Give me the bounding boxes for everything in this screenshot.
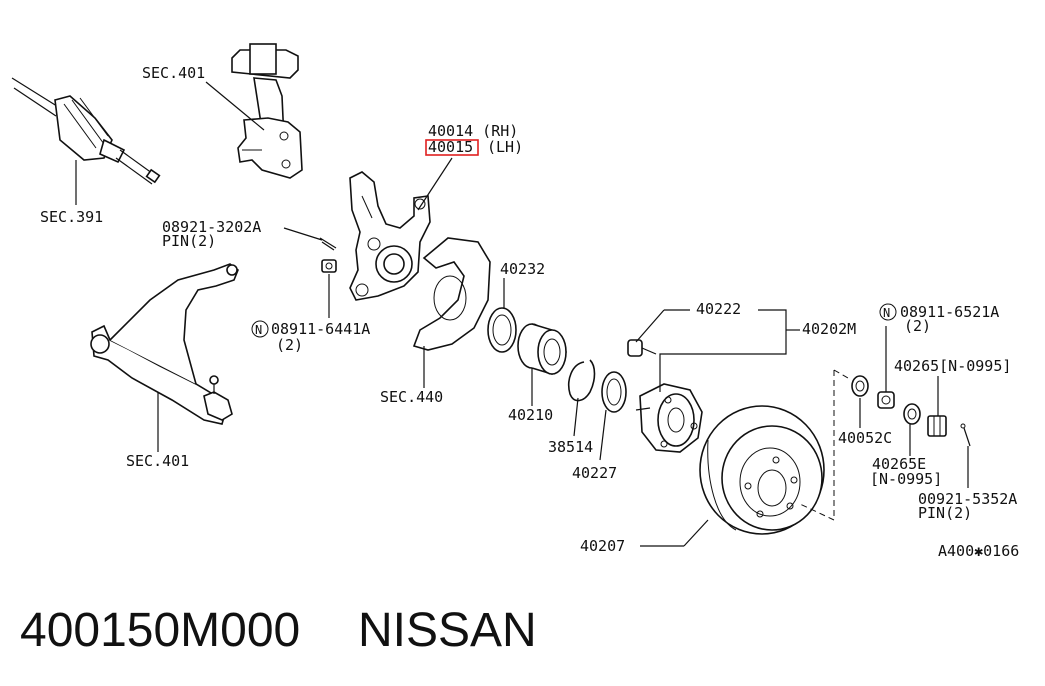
diagram-code: A400✱0166 [938,542,1019,560]
disc-rotor-40207-drawing [699,405,825,535]
n-symbol-2-icon [879,303,897,321]
strut-drawing [231,43,303,179]
bracket-40202M [659,309,787,392]
label-40014: 40014 (RH) [428,122,518,140]
label-40265E-range: [N-0995] [870,470,942,488]
label-40265: 40265[N-0995] [894,357,1011,375]
label-40265E: 40265E [872,455,926,473]
label-38514: 38514 [548,438,593,456]
snap-ring-38514-drawing [568,359,596,402]
label-pin2-text: PIN(2) [918,504,972,522]
baffle-plate-drawing [412,237,491,351]
washer-40052C-drawing [851,375,869,397]
label-pin-part: 08921-3202A [162,218,261,236]
nut-08911-6521A-drawing [877,391,895,409]
label-40015-number: 40015 [428,138,473,156]
footer-part-number: 400150M000 [20,604,300,657]
label-sec440: SEC.440 [380,388,443,406]
label-40015-side: (LH) [487,138,523,156]
leader-40207-diag [683,519,709,547]
label-40210: 40210 [508,406,553,424]
label-40202M: 40202M [802,320,856,338]
dashed-bracket [799,369,849,521]
label-nut-qty: (2) [276,336,303,354]
leader-38514 [573,397,579,437]
label-40232: 40232 [500,260,545,278]
n-symbol-icon [251,320,269,338]
label-sec391: SEC.391 [40,208,103,226]
cotter-pin-2-drawing [960,423,971,447]
nut-drawing [321,259,337,273]
cotter-pin-drawing [319,237,337,251]
castle-nut-40265-drawing [927,415,947,437]
bearing-40210-drawing [517,323,567,375]
drive-shaft-drawing [11,77,161,185]
lower-arm-drawing [90,263,239,425]
highlight-box-40015 [425,139,479,156]
seal-40227-drawing [601,371,627,413]
leader-sec401-top [205,81,265,131]
label-40052C: 40052C [838,429,892,447]
label-40222: 40222 [696,300,741,318]
label-40227: 40227 [572,464,617,482]
label-nut2-qty: (2) [904,317,931,335]
label-nut-part: 08911-6441A [271,320,370,338]
leader-40227 [599,409,607,461]
seal-40232-drawing [487,307,517,353]
label-sec401-bottom: SEC.401 [126,452,189,470]
footer-brand: NISSAN [358,604,537,657]
leader-knuckle [417,157,453,211]
n-symbol-1: N [255,323,262,337]
steering-knuckle-drawing [349,171,431,301]
leader-40222 [635,309,665,343]
hub-40202M-drawing [627,339,703,453]
leader-pin [283,227,323,241]
label-pin2-part: 00921-5352A [918,490,1017,508]
label-pin-text: PIN(2) [162,232,216,250]
washer-40265E-drawing [903,403,921,425]
label-sec401-top: SEC.401 [142,64,205,82]
label-nut2-part: 08911-6521A [900,303,999,321]
n-symbol-2: N [883,306,890,320]
label-40207: 40207 [580,537,625,555]
